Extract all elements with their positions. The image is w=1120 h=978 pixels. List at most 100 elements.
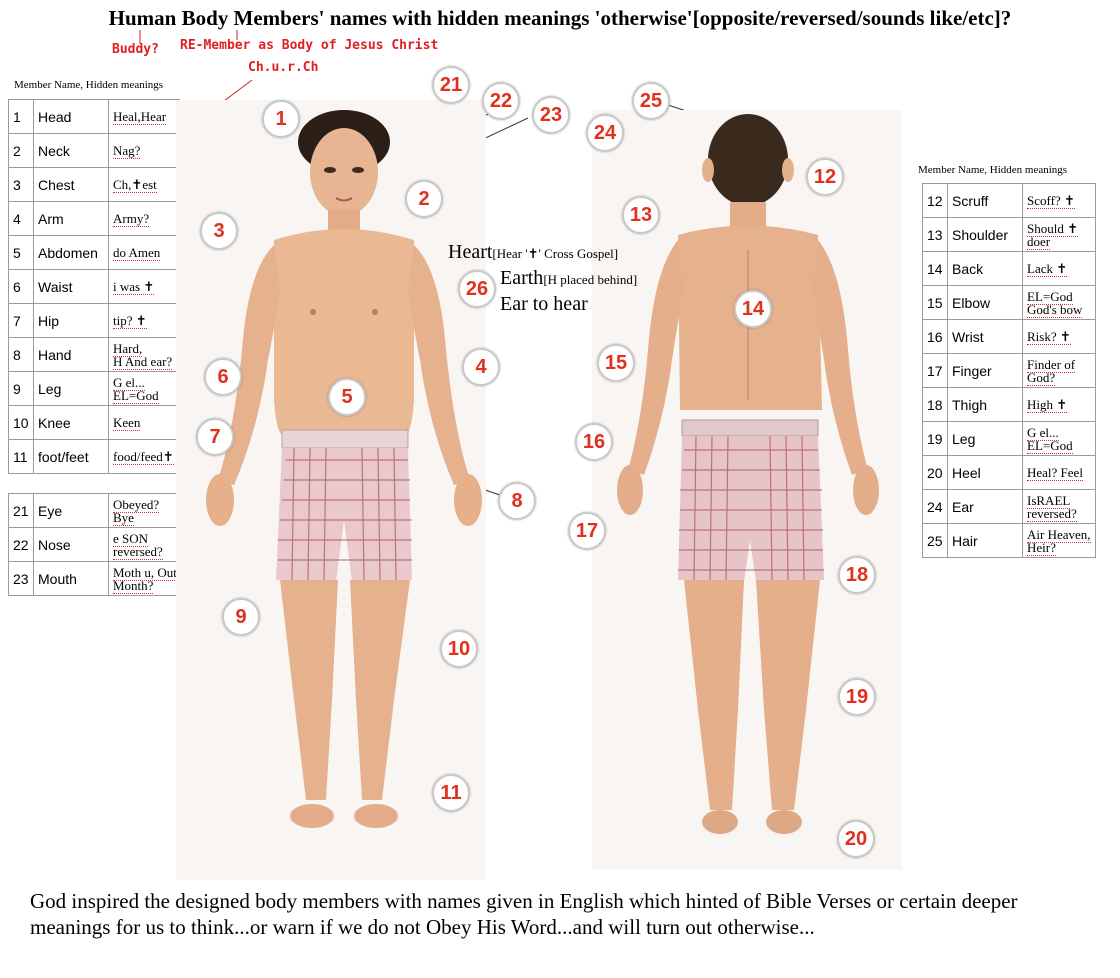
member-number: 20: [922, 455, 948, 490]
number-badge-3: 3: [200, 212, 238, 250]
member-name: Abdomen: [33, 235, 109, 270]
member-number: 5: [8, 235, 34, 270]
footer-text: God inspired the designed body members w…: [30, 889, 1018, 939]
number-badge-17: 17: [568, 512, 606, 550]
annotation-buddy: Buddy?: [112, 42, 159, 57]
member-name: Hair: [947, 523, 1023, 558]
hidden-meaning: Nag?: [108, 133, 180, 168]
number-badge-12: 12: [806, 158, 844, 196]
hidden-meaning: Lack ✝: [1022, 251, 1096, 286]
hidden-meaning: G el...EL=God: [1022, 421, 1096, 456]
member-number: 12: [922, 183, 948, 218]
number-badge-16: 16: [575, 423, 613, 461]
number-badge-21: 21: [432, 66, 470, 104]
member-name: Back: [947, 251, 1023, 286]
member-name: Hand: [33, 337, 109, 372]
member-number: 25: [922, 523, 948, 558]
hidden-meaning: Heal? Feel: [1022, 455, 1096, 490]
member-name: Wrist: [947, 319, 1023, 354]
hidden-meaning: Risk? ✝: [1022, 319, 1096, 354]
number-badge-7: 7: [196, 418, 234, 456]
member-number: 24: [922, 489, 948, 524]
number-badge-10: 10: [440, 630, 478, 668]
number-badge-20: 20: [837, 820, 875, 858]
member-name: Nose: [33, 527, 109, 562]
member-name: Ear: [947, 489, 1023, 524]
number-badge-2: 2: [405, 180, 443, 218]
member-number: 4: [8, 201, 34, 236]
annotation-church: Ch.u.r.Ch: [248, 60, 319, 75]
number-badge-15: 15: [597, 344, 635, 382]
hidden-meaning: Obeyed?Bye: [108, 493, 182, 528]
hidden-meaning: Air Heaven,Heir?: [1022, 523, 1096, 558]
right-table-header: Member Name, Hidden meanings: [918, 164, 1068, 176]
number-badge-14: 14: [734, 290, 772, 328]
number-badge-9: 9: [222, 598, 260, 636]
member-name: Waist: [33, 269, 109, 304]
page-title: Human Body Members' names with hidden me…: [108, 6, 1012, 30]
member-name: Neck: [33, 133, 109, 168]
heart-note-detail: [Hear '✝' Cross Gospel]: [492, 246, 619, 261]
member-name: Arm: [33, 201, 109, 236]
hidden-meaning: i was ✝: [108, 269, 180, 304]
hidden-meaning: Hard,H And ear?: [108, 337, 180, 372]
hidden-meaning: tip? ✝: [108, 303, 180, 338]
number-badge-4: 4: [462, 348, 500, 386]
member-name: Heel: [947, 455, 1023, 490]
member-number: 22: [8, 527, 34, 562]
member-name: Hip: [33, 303, 109, 338]
member-name: Shoulder: [947, 217, 1023, 252]
member-name: Scruff: [947, 183, 1023, 218]
number-badge-5: 5: [328, 378, 366, 416]
member-name: Mouth: [33, 561, 109, 596]
member-number: 19: [922, 421, 948, 456]
hidden-meaning: Army?: [108, 201, 180, 236]
number-badge-23: 23: [532, 96, 570, 134]
member-name: Head: [33, 99, 109, 134]
number-badge-24: 24: [586, 114, 624, 152]
number-badge-8: 8: [498, 482, 536, 520]
member-number: 2: [8, 133, 34, 168]
member-number: 1: [8, 99, 34, 134]
member-name: Leg: [947, 421, 1023, 456]
hidden-meaning: Keen: [108, 405, 180, 440]
member-number: 3: [8, 167, 34, 202]
hidden-meaning: High ✝: [1022, 387, 1096, 422]
hidden-meaning: Scoff? ✝: [1022, 183, 1096, 218]
number-badge-6: 6: [204, 358, 242, 396]
number-badge-25: 25: [632, 82, 670, 120]
number-badge-19: 19: [838, 678, 876, 716]
member-number: 23: [8, 561, 34, 596]
member-name: Elbow: [947, 285, 1023, 320]
number-badge-11: 11: [432, 774, 470, 812]
hidden-meaning: Ch,✝est: [108, 167, 180, 202]
heart-earth-note: Heart[Hear '✝' Cross Gospel] Earth[H pla…: [448, 240, 637, 317]
number-badge-18: 18: [838, 556, 876, 594]
member-number: 14: [922, 251, 948, 286]
member-name: Chest: [33, 167, 109, 202]
hidden-meaning: G el...EL=God: [108, 371, 180, 406]
